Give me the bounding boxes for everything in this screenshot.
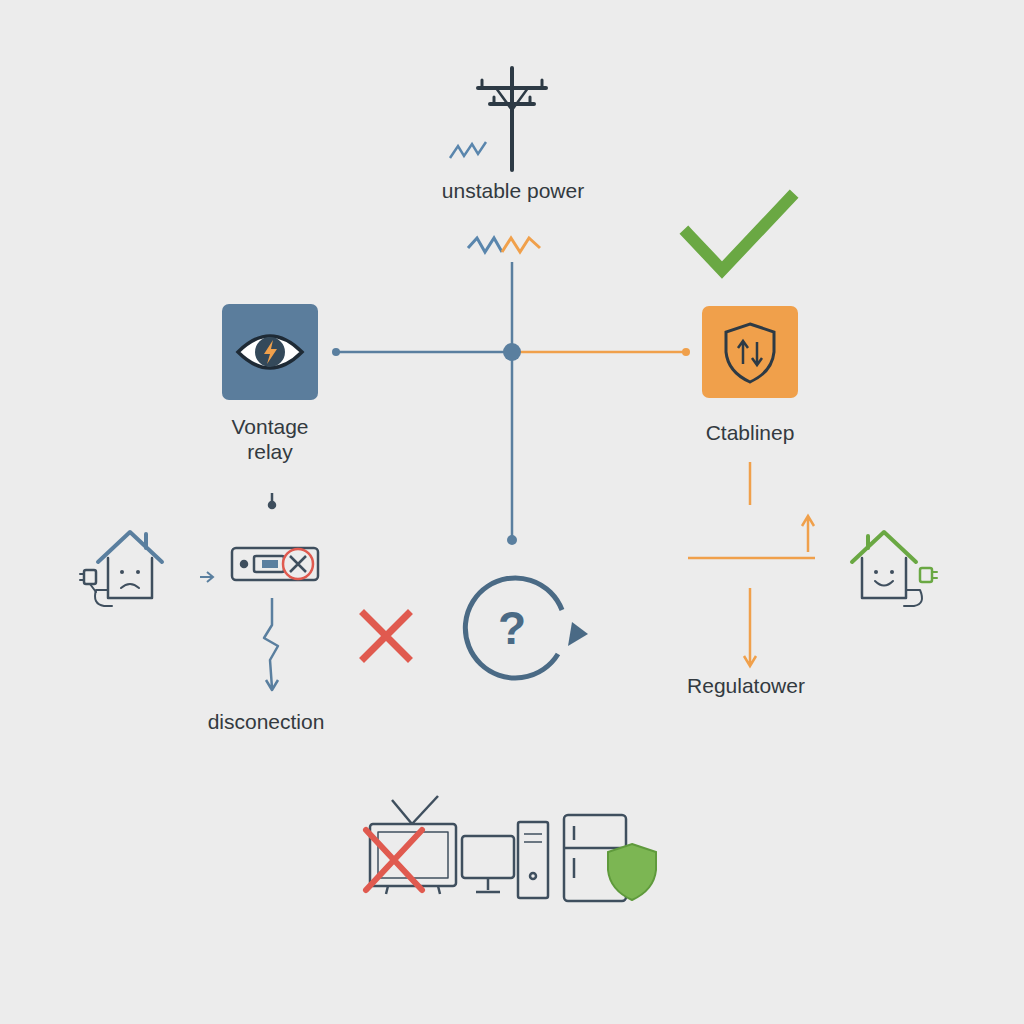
stabilizer-box: Ctablinep [702,306,798,398]
branch-line [336,351,512,354]
shield-icon [608,844,656,900]
end-dot [682,348,690,356]
happy-house-icon [852,532,937,606]
note-label: Regulatower [687,674,805,698]
junction-dot [503,343,521,361]
check-mark [688,198,790,270]
wave-blue [468,238,502,252]
down-arrow [744,588,756,666]
orange-line [688,557,815,560]
source-label: unstable power [442,179,584,203]
relay-device-icon [232,493,318,580]
node-caption: Vontage relay [214,414,326,464]
end-dot [332,348,340,356]
relay-box: Vontage relay [222,304,318,400]
up-arrow [802,516,814,552]
wave-orange [502,238,540,252]
note-label: disconection [208,710,325,734]
end-dot [507,535,517,545]
small-arrow [200,572,213,582]
node-caption: Ctablinep [670,420,830,445]
question-mark: ? [498,601,526,655]
fail-cross [364,614,408,658]
branch-line [512,351,686,354]
disconnection-arrow [264,598,278,690]
cycle-arrowhead [568,622,588,646]
cycle-arrow [465,578,562,678]
spark-zigzag [450,142,486,158]
tv-cross [366,830,422,890]
trunk-line [511,262,514,540]
sad-house-icon [80,532,162,606]
power-pole-icon [478,68,546,170]
orange-line [749,462,752,505]
